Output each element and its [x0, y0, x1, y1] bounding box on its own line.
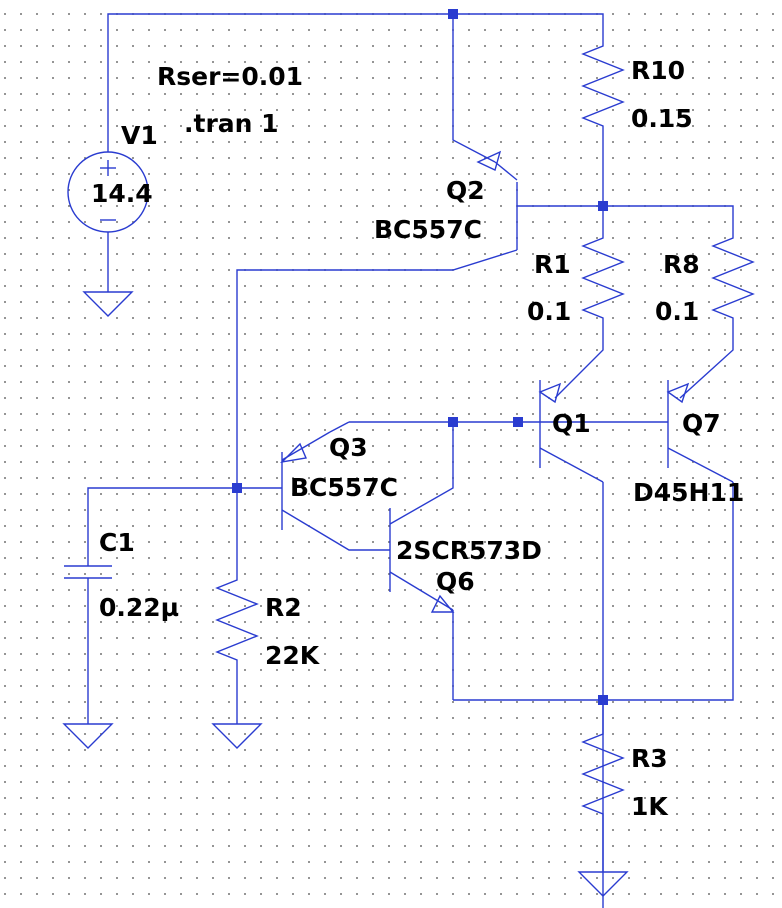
value-r3: 1K: [631, 792, 669, 821]
voltage-source-v1: [67, 151, 149, 292]
label-q7: Q7: [682, 409, 721, 438]
directive-rser: Rser=0.01: [157, 62, 303, 91]
label-v1: V1: [121, 121, 158, 150]
top-rail-wire: [107, 13, 604, 163]
value-v1: 14.4: [91, 179, 153, 208]
label-r1: R1: [534, 250, 571, 279]
model-q7: D45H11: [633, 478, 744, 507]
value-r10: 0.15: [631, 104, 693, 133]
model-q3: BC557C: [290, 473, 398, 502]
resistor-r3: [581, 700, 625, 872]
label-q3: Q3: [329, 433, 368, 462]
ground-icon: [82, 291, 134, 317]
transistor-q2: [236, 150, 603, 488]
model-q2: BC557C: [374, 215, 482, 244]
value-r8: 0.1: [655, 297, 699, 326]
label-r3: R3: [631, 744, 668, 773]
value-r1: 0.1: [527, 297, 571, 326]
model-q6: 2SCR573D: [396, 536, 542, 565]
resistor-r2: [215, 488, 259, 724]
label-q1: Q1: [552, 409, 591, 438]
transistor-q1: [539, 380, 604, 908]
transistor-q6: [389, 508, 455, 700]
value-r2: 22K: [265, 641, 321, 670]
resistor-r10: [581, 42, 625, 206]
transistor-q7: [453, 380, 734, 701]
label-r2: R2: [265, 593, 302, 622]
junction-dots: [232, 9, 608, 705]
resistor-r8: [603, 205, 755, 404]
label-r8: R8: [663, 250, 700, 279]
value-c1: 0.22µ: [99, 593, 179, 622]
resistor-r1: [538, 206, 625, 404]
label-q6: Q6: [436, 567, 475, 596]
label-q2: Q2: [446, 176, 485, 205]
ground-icon: [211, 723, 263, 749]
label-r10: R10: [631, 56, 685, 85]
label-c1: C1: [99, 528, 135, 557]
ground-icon: [62, 723, 114, 749]
transistor-q3: [237, 421, 390, 551]
capacitor-c1: [64, 487, 237, 724]
directive-tran: .tran 1: [184, 109, 279, 138]
ground-icon: [577, 871, 629, 897]
